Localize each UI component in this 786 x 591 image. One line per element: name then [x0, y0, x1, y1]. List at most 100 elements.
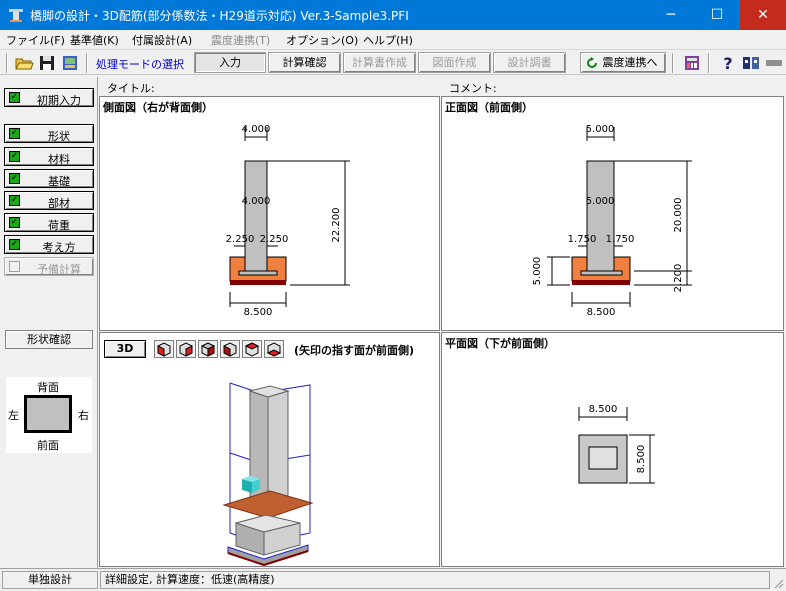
- design-record-button[interactable]: 設計調書: [493, 52, 566, 73]
- dim-height: 22.200: [331, 208, 342, 243]
- print-preview-icon[interactable]: [60, 53, 80, 73]
- toolbar-overflow[interactable]: [766, 60, 782, 66]
- orientation-diagram: 背面 左 右 前面: [6, 377, 92, 453]
- orientation-left: 左: [8, 409, 19, 422]
- view3d-button[interactable]: 3D: [104, 340, 146, 358]
- pier-plan: [588, 446, 618, 470]
- dim-depth: 8.500: [636, 445, 647, 474]
- cube-view-back-icon[interactable]: [198, 340, 218, 358]
- menu-bar: ファイル(F) 基準値(K) 付属設計(A) 震度連携(T) オプション(O) …: [0, 30, 786, 48]
- footing-base: [572, 280, 630, 285]
- footing-base: [230, 280, 286, 285]
- nav-shape-button[interactable]: ✓ 形状: [4, 124, 94, 143]
- maximize-button[interactable]: ☐: [710, 7, 724, 23]
- save-icon[interactable]: [37, 53, 57, 73]
- resize-grip-icon[interactable]: [772, 577, 784, 589]
- menu-seismic-link[interactable]: 震度連携(T): [211, 34, 271, 47]
- pier-column: [586, 160, 615, 272]
- seismic-link-label: 震度連携へ: [602, 56, 658, 69]
- checkbox-icon: ✓: [9, 173, 20, 184]
- nav-member-button[interactable]: ✓ 部材: [4, 191, 94, 210]
- dim-mid-width: 5.000: [586, 196, 615, 207]
- plan-view-drawing: 8.500 8.500: [578, 404, 655, 484]
- view3d-toolbar: 3D (矢印の指す面が前面側): [100, 333, 439, 359]
- dim-left-offset: 1.750: [568, 234, 597, 245]
- open-folder-icon[interactable]: [14, 53, 34, 73]
- close-button[interactable]: ✕: [740, 0, 786, 30]
- dim-mid-width: 4.000: [242, 196, 271, 207]
- cube-view-top-icon[interactable]: [242, 340, 262, 358]
- view3d-model: [222, 382, 314, 566]
- menu-attached-design[interactable]: 付属設計(A): [132, 34, 193, 47]
- checkbox-icon: [9, 261, 20, 272]
- dim-left-offset: 2.250: [226, 234, 255, 245]
- toolbar: 処理モードの選択 入力 計算確認 計算書作成 図面作成 設計調書 震度連携へ ?: [0, 49, 786, 75]
- calc-check-button[interactable]: 計算確認: [268, 52, 341, 73]
- initial-input-button[interactable]: ✓ 初期入力: [4, 88, 94, 107]
- side-view-pane[interactable]: 側面図（右が背面側） 4.000 4.000 2.25: [99, 96, 440, 331]
- nav-material-button[interactable]: ✓ 材料: [4, 147, 94, 166]
- dim-top-width: 4.000: [242, 124, 271, 135]
- network-icon[interactable]: [741, 53, 761, 73]
- cube-view-front-icon[interactable]: [154, 340, 174, 358]
- shape-check-button[interactable]: 形状確認: [5, 330, 93, 349]
- cube-view-right-icon[interactable]: [176, 340, 196, 358]
- front-view-title: 正面図（前面側）: [445, 101, 533, 114]
- calculator-icon[interactable]: [682, 53, 702, 73]
- dim-right-offset: 2.250: [260, 234, 289, 245]
- mode-select-label: 処理モードの選択: [96, 58, 184, 71]
- nav-member-label: 部材: [48, 197, 70, 210]
- orientation-bottom: 前面: [37, 439, 59, 452]
- window-title: 橋脚の設計・3D配筋(部分係数法・H29道示対応) Ver.3-Sample3.…: [30, 9, 409, 23]
- nav-approach-label: 考え方: [42, 241, 76, 254]
- footing-top: [580, 270, 623, 276]
- checkbox-icon: ✓: [9, 239, 20, 250]
- app-icon: [9, 9, 23, 22]
- svg-text:?: ?: [723, 54, 732, 73]
- cube-view-left-icon[interactable]: [220, 340, 240, 358]
- help-icon[interactable]: ?: [718, 53, 738, 73]
- toolbar-separator: [86, 53, 88, 73]
- menu-standard-values[interactable]: 基準値(K): [70, 34, 119, 47]
- nav-foundation-button[interactable]: ✓ 基礎: [4, 169, 94, 188]
- refresh-icon: [587, 57, 597, 68]
- view3d-pane[interactable]: 3D (矢印の指す面が前面側): [99, 332, 440, 567]
- footing-top: [238, 270, 278, 276]
- initial-input-label: 初期入力: [37, 94, 81, 107]
- minimize-button[interactable]: ─: [666, 7, 676, 23]
- title-bar: 橋脚の設計・3D配筋(部分係数法・H29道示対応) Ver.3-Sample3.…: [0, 0, 786, 30]
- status-design-mode: 単独設計: [2, 571, 98, 589]
- menu-help[interactable]: ヘルプ(H): [363, 34, 413, 47]
- title-label: タイトル:: [107, 82, 155, 95]
- nav-approach-button[interactable]: ✓ 考え方: [4, 235, 94, 254]
- front-view-pane[interactable]: 正面図（前面側）: [441, 96, 784, 331]
- nav-precalc-button[interactable]: 予備計算: [4, 257, 94, 276]
- checkbox-icon: ✓: [9, 92, 20, 103]
- plan-view-pane[interactable]: 平面図（下が前面側） 8.500 8.500: [441, 332, 784, 567]
- nav-shape-label: 形状: [48, 130, 70, 143]
- nav-load-button[interactable]: ✓ 荷重: [4, 213, 94, 232]
- dim-width: 8.500: [589, 404, 618, 415]
- seismic-link-button[interactable]: 震度連携へ: [580, 52, 666, 73]
- menu-options[interactable]: オプション(O): [286, 34, 359, 47]
- front-face-note: (矢印の指す面が前面側): [294, 344, 415, 357]
- status-bar: 単独設計 詳細設定, 計算速度：低速(高精度): [0, 568, 786, 591]
- main-area: タイトル: コメント: 側面図（右が背面側） 4.0: [99, 77, 786, 568]
- input-mode-button[interactable]: 入力: [194, 52, 266, 73]
- cube-view-bottom-icon[interactable]: [264, 340, 284, 358]
- dim-bottom-width: 8.500: [587, 307, 616, 318]
- front-view-drawing: 5.000 5.000 1.750 1.750 20.000 5.000 2.2…: [532, 124, 692, 318]
- drawing-create-button[interactable]: 図面作成: [418, 52, 491, 73]
- report-create-button[interactable]: 計算書作成: [343, 52, 416, 73]
- dim-bottom-width: 8.500: [244, 307, 273, 318]
- dim-top-width: 5.000: [586, 124, 615, 135]
- nav-load-label: 荷重: [48, 219, 70, 232]
- left-panel: ✓ 初期入力 ✓ 形状 ✓ 材料 ✓ 基礎 ✓ 部材 ✓ 荷重 ✓ 考え方 予備…: [0, 77, 98, 568]
- menu-file[interactable]: ファイル(F): [6, 34, 65, 47]
- orientation-square: [24, 395, 72, 433]
- dim-right-offset: 1.750: [606, 234, 635, 245]
- checkbox-icon: ✓: [9, 217, 20, 228]
- orientation-top: 背面: [37, 381, 59, 394]
- nav-foundation-label: 基礎: [48, 175, 70, 188]
- nav-material-label: 材料: [48, 153, 70, 166]
